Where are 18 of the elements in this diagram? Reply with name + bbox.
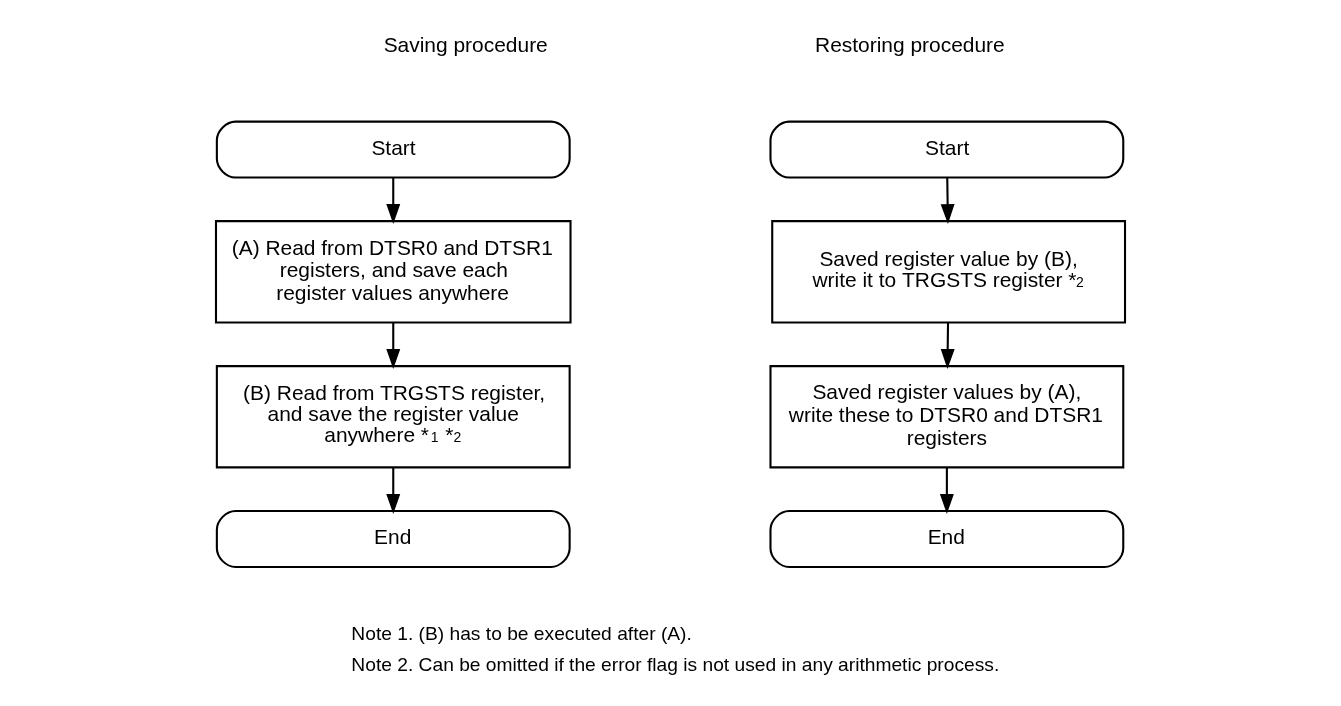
arrow [386,323,401,369]
node-box: Start [215,120,571,179]
label: Note 2. Can be omitted if the error flag is not used in any arithmetic process. [351,654,1000,676]
label: Note 1. (B) has to be executed after (A). [351,622,692,644]
node-box: End [769,510,1125,568]
label: Restoring procedure [815,32,1005,56]
arrow [939,467,954,514]
node-box: (B) Read from TRGSTS register, and save the register value anywhere *1 *2 [215,365,571,469]
node-box: End [215,510,571,568]
arrow [940,323,955,369]
arrow [386,177,401,224]
node-box: Start [769,120,1125,179]
node-box: Saved register values by (A), write these to DTSR0 and DTSR1 registers [769,365,1125,469]
label: Saving procedure [383,32,548,56]
arrow [386,467,401,514]
arrow [940,177,955,224]
node-box: (A) Read from DTSR0 and DTSR1 registers, and save each register values anywhere [214,220,572,324]
node-box: Saved register value by (B), write it to TRGSTS register *2 [771,220,1127,324]
